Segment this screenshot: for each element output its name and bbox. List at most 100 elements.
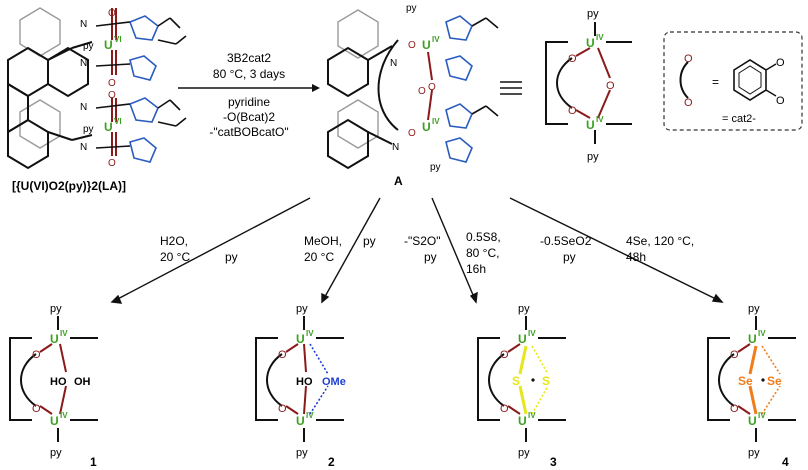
p3-U-bot-ox: IV	[528, 411, 536, 420]
p2-U-top-ox: IV	[306, 329, 314, 338]
p4-label: 4	[782, 455, 789, 469]
simplified-A: O O O U IV U IV py py	[545, 8, 632, 163]
p2-py-bot: py	[296, 447, 308, 459]
p2-U-bot-ox: IV	[306, 411, 314, 420]
equivalence-sign	[500, 81, 522, 95]
product-1: O O HO OH U IV U IV py py 1	[9, 303, 98, 469]
top-arrow-group: 3B2cat2 80 °C, 3 days pyridine -O(Bcat)2…	[178, 51, 320, 139]
sA-U-top: U	[586, 36, 595, 50]
p2-U-top: U	[296, 332, 305, 346]
p2-HO: HO	[296, 376, 313, 388]
p2-U-bot: U	[296, 414, 305, 428]
A-py-top: py	[406, 3, 417, 14]
p2-label: 2	[328, 455, 335, 469]
route4-reagent: -0.5SeO2	[540, 234, 592, 248]
p3-O-2: O	[500, 403, 509, 415]
p3-O-1: O	[500, 349, 509, 361]
oxo-O-bot-1: O	[108, 90, 116, 101]
p4-py-top: py	[748, 303, 760, 315]
A-U-top: U	[422, 38, 431, 52]
p3-label: 3	[550, 455, 557, 469]
route1-reagent: H2O,	[160, 234, 188, 248]
route3b-time: 16h	[466, 262, 486, 276]
p4-Se-1: Se	[738, 374, 753, 388]
sA-O-bridge: O	[606, 80, 615, 92]
oxo-O-top-1: O	[108, 8, 116, 19]
p3-U-top: U	[518, 332, 527, 346]
sA-U-bot: U	[586, 118, 595, 132]
legend-catO-2: O	[776, 95, 785, 107]
legend-O-1: O	[684, 53, 693, 65]
py-top: py	[83, 41, 94, 52]
intermediate-A: O O U IV U IV O O py py N N A	[327, 3, 499, 188]
A-py-bot: py	[430, 162, 441, 173]
p1-O-2: O	[32, 403, 41, 415]
p4-U-top: U	[748, 332, 757, 346]
A-U-top-ox: IV	[432, 35, 440, 44]
intermediate-label: A	[394, 174, 403, 188]
A-bridge-O: O	[428, 82, 436, 93]
U-symbol-bot: U	[104, 120, 113, 134]
top-conditions: 80 °C, 3 days	[213, 67, 285, 81]
p4-Se-2: Se	[767, 374, 782, 388]
p4-U-bot: U	[748, 414, 757, 428]
route2-cond: 20 °C	[304, 250, 334, 264]
p3-py-bot: py	[518, 447, 530, 459]
route4-py: py	[563, 250, 576, 264]
N-top-1: N	[80, 19, 87, 30]
A-O-1: O	[408, 40, 416, 51]
p2-py-top: py	[296, 303, 308, 315]
top-byproduct-1: -O(Bcat)2	[223, 110, 275, 124]
A-O-3: O	[418, 86, 426, 97]
A-U-bot: U	[422, 120, 431, 134]
sA-O-1: O	[568, 53, 577, 65]
starting-complex: O O U VI N N py O O U VI N N py	[7, 7, 187, 193]
A-N-1: N	[390, 58, 397, 69]
p4-O-2: O	[730, 403, 739, 415]
legend-equals: =	[712, 75, 719, 89]
sA-U-top-ox: IV	[596, 33, 604, 42]
legend-cat-label: = cat2-	[722, 113, 756, 125]
p1-OH: OH	[74, 376, 91, 388]
legend-O-2: O	[684, 97, 693, 109]
U-ox-top: VI	[114, 35, 122, 44]
p1-py-bot: py	[50, 447, 62, 459]
A-N-2: N	[392, 142, 399, 153]
route2-reagent: MeOH,	[304, 234, 342, 248]
route3-reagent: -"S2O"	[404, 234, 441, 248]
p3-py-top: py	[518, 303, 530, 315]
p3-S-2: S	[542, 374, 550, 388]
p2-O-2: O	[278, 403, 287, 415]
oxo-O-bot-2: O	[108, 158, 116, 169]
N-top-2: N	[80, 58, 87, 69]
catecholate-legend: O O = O O = cat2-	[663, 31, 803, 131]
N-bot-1: N	[80, 102, 87, 113]
sA-O-2: O	[568, 105, 577, 117]
sA-py-bot: py	[587, 151, 599, 163]
route4b-time: 48h	[626, 250, 646, 264]
starting-complex-label: [{U(VI)O2(py)}2(LA)]	[12, 179, 126, 193]
N-bot-2: N	[80, 142, 87, 153]
route-arrows	[110, 197, 724, 304]
p1-U-top-ox: IV	[60, 329, 68, 338]
p4-py-bot: py	[748, 447, 760, 459]
p1-py-top: py	[50, 303, 62, 315]
top-byproduct-2: -"catBOBcatO"	[209, 125, 288, 139]
legend-catO-1: O	[776, 57, 785, 69]
route1-py: py	[225, 250, 238, 264]
p3-U-top-ox: IV	[528, 329, 536, 338]
p1-HO: HO	[50, 376, 67, 388]
route-labels: H2O, 20 °C py MeOH, 20 °C py -"S2O" py 0…	[160, 230, 694, 276]
p1-O-1: O	[32, 349, 41, 361]
route3b-reagent: 0.5S8,	[466, 230, 501, 244]
p2-OMe: OMe	[322, 376, 346, 388]
p4-U-top-ox: IV	[758, 329, 766, 338]
route4b-reagent: 4Se, 120 °C,	[626, 234, 694, 248]
route3-py: py	[424, 250, 437, 264]
U-ox-bot: VI	[114, 117, 122, 126]
p3-U-bot: U	[518, 414, 527, 428]
route1-cond: 20 °C	[160, 250, 190, 264]
sA-U-bot-ox: IV	[596, 115, 604, 124]
top-reagent: 3B2cat2	[227, 51, 271, 65]
